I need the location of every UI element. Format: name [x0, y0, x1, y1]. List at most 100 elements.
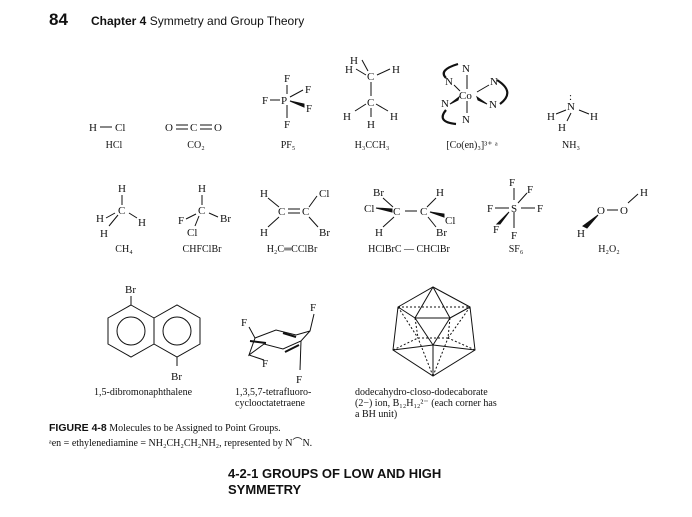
svg-text:N: N — [567, 101, 575, 113]
chfclbr-structure: H C F Br Cl — [178, 183, 231, 239]
label-dodecaborate: dodecahydro-closo-dodecaborate (2−) ion,… — [355, 387, 497, 420]
chapter-label: Chapter 4 — [91, 14, 147, 28]
svg-text:P: P — [281, 95, 287, 107]
svg-text:F: F — [296, 374, 302, 386]
svg-text:Br: Br — [125, 284, 136, 296]
svg-text:F: F — [310, 302, 316, 314]
ch4-structure: H C H H H — [96, 183, 146, 240]
svg-text:Br: Br — [436, 227, 447, 239]
svg-text:C: C — [393, 206, 400, 218]
svg-text:Cl: Cl — [364, 203, 374, 215]
svg-text:H: H — [590, 111, 598, 123]
label-dodeca-line3: a BH unit) — [355, 409, 398, 420]
svg-text:F: F — [241, 317, 247, 329]
svg-text:O: O — [214, 122, 222, 134]
svg-text:F: F — [537, 203, 543, 215]
label-nh3: NH₃ — [562, 140, 580, 151]
svg-text:C: C — [367, 71, 374, 83]
label-dibromonaphthalene: 1,5-dibromonaphthalene — [93, 387, 193, 398]
svg-text:C: C — [190, 122, 197, 134]
dibromonaphthalene-structure: Br Br — [107, 284, 201, 383]
chapter-title: Symmetry and Group Theory — [149, 14, 305, 28]
svg-text:O: O — [597, 205, 605, 217]
svg-text:N: N — [490, 76, 498, 88]
svg-text:O: O — [620, 205, 628, 217]
svg-text:H: H — [260, 188, 268, 200]
svg-text:C: C — [302, 206, 309, 218]
svg-text:Br: Br — [373, 187, 384, 199]
figure-label: FIGURE 4-8 — [49, 422, 107, 434]
label-h2cccibr: H₂C═CClBr — [266, 244, 318, 255]
svg-text:H: H — [100, 228, 108, 240]
label-co2: CO₂ — [187, 140, 205, 151]
svg-text:C: C — [118, 205, 125, 217]
svg-text:F: F — [306, 103, 312, 115]
svg-text:H: H — [375, 227, 383, 239]
svg-text:F: F — [493, 224, 499, 236]
svg-text:C: C — [278, 206, 285, 218]
svg-text:N: N — [445, 76, 453, 88]
label-dodeca-line2: (2−) ion, B₁₂H₁₂²⁻ (each corner has — [355, 398, 497, 409]
label-hcl: HCl — [105, 140, 123, 151]
icosahedron-structure — [392, 286, 476, 377]
svg-text:H: H — [390, 111, 398, 123]
section-heading-line2: SYMMETRY — [228, 482, 302, 497]
svg-text:Co: Co — [459, 90, 472, 102]
svg-text:H: H — [367, 119, 375, 131]
svg-text:S: S — [511, 203, 517, 215]
figure-caption-text: Molecules to be Assigned to Point Groups… — [109, 423, 281, 434]
svg-text:F: F — [284, 119, 290, 131]
label-chfclbr: CHFClBr — [182, 244, 222, 255]
label-cot-line1: 1,3,5,7-tetrafluoro- — [235, 387, 312, 398]
tetrafluoro-cot-structure: FF FF — [241, 302, 316, 386]
svg-text:H: H — [436, 187, 444, 199]
svg-text:Cl: Cl — [319, 188, 329, 200]
label-h2o2: H₂O₂ — [598, 244, 620, 255]
svg-text:H: H — [640, 187, 648, 199]
label-ch4: CH₄ — [115, 244, 133, 255]
svg-text:H: H — [96, 213, 104, 225]
co2-structure: O C O — [165, 122, 222, 134]
svg-text:N: N — [462, 63, 470, 75]
svg-text:Br: Br — [220, 213, 231, 225]
svg-text:F: F — [509, 177, 515, 189]
svg-text:H: H — [558, 122, 566, 134]
svg-text:F: F — [527, 184, 533, 196]
section-heading-line1: 4-2-1 GROUPS OF LOW AND HIGH — [228, 466, 442, 481]
svg-text:F: F — [262, 95, 268, 107]
svg-text:F: F — [511, 230, 517, 242]
svg-text:F: F — [305, 84, 311, 96]
svg-text:H: H — [392, 64, 400, 76]
svg-text::: : — [569, 91, 572, 103]
svg-text:Cl: Cl — [445, 215, 455, 227]
label-h3cch3: H₃CCH₃ — [354, 140, 390, 151]
svg-text:H: H — [343, 111, 351, 123]
svg-text:F: F — [284, 73, 290, 85]
label-cot-line2: cyclooctatetraene — [235, 398, 305, 409]
svg-text:F: F — [487, 203, 493, 215]
label-tetrafluoro-cot: 1,3,5,7-tetrafluoro- cyclooctatetraene — [235, 387, 311, 409]
svg-text:C: C — [198, 205, 205, 217]
svg-text:H: H — [547, 111, 555, 123]
svg-text:O: O — [165, 122, 173, 134]
svg-text:H: H — [118, 183, 126, 195]
svg-text:H: H — [350, 55, 358, 67]
svg-text:F: F — [178, 215, 184, 227]
svg-text:Cl: Cl — [187, 227, 197, 239]
figure-caption: FIGURE 4-8 Molecules to be Assigned to P… — [49, 422, 281, 434]
svg-text:H: H — [198, 183, 206, 195]
svg-text:H: H — [138, 217, 146, 229]
running-header: Chapter 4 Symmetry and Group Theory — [91, 14, 304, 28]
svg-text:N: N — [441, 98, 449, 110]
footnote: ᵃen = ethylenediamine = NH₂CH₂CH₂NH₂, re… — [49, 438, 313, 449]
svg-text:N: N — [462, 114, 470, 126]
svg-text:H: H — [345, 64, 353, 76]
svg-text:H: H — [260, 227, 268, 239]
